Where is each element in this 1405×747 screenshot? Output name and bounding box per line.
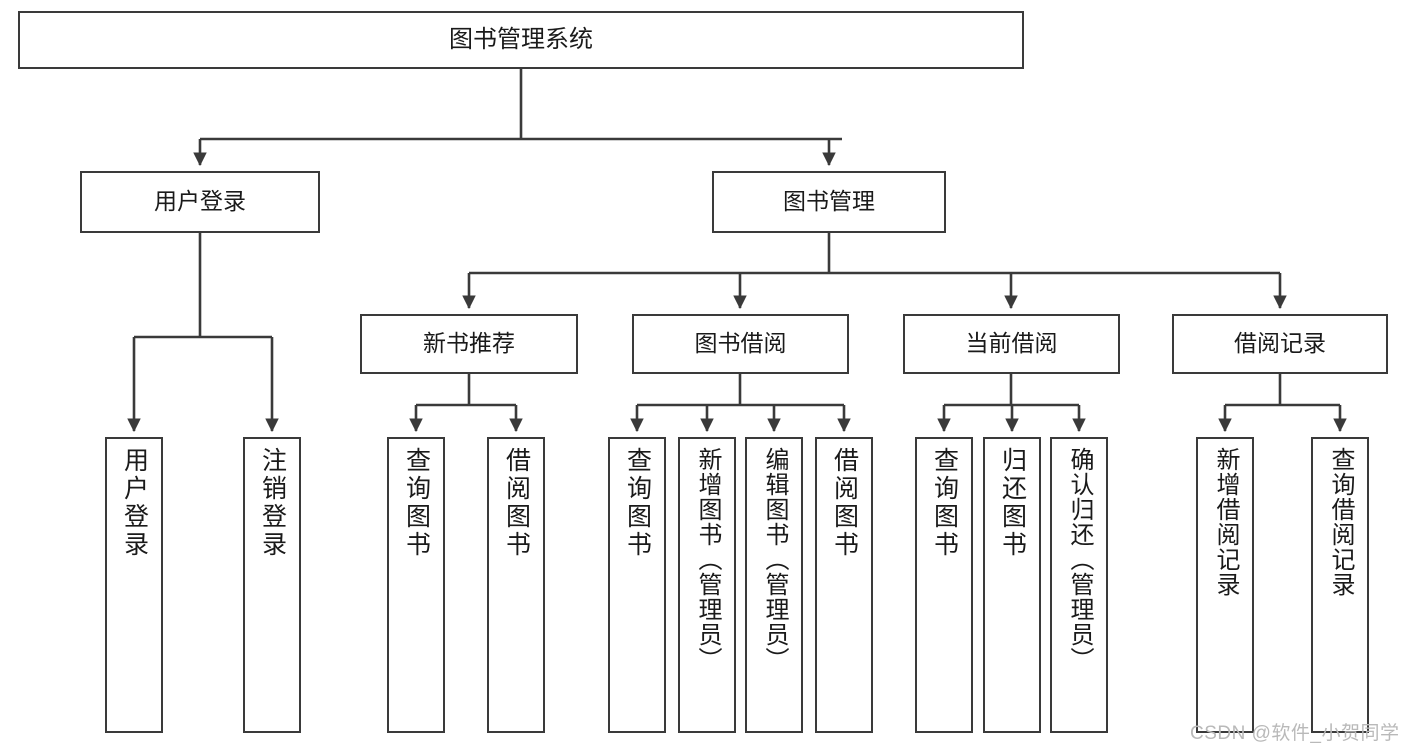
node-label: 查询图书 [402,447,431,559]
leaf-node-confirm-return-admin[interactable]: 确认归还（管理员） [1050,437,1108,733]
node-new-book-recommend[interactable]: 新书推荐 [360,314,578,374]
node-root-book-management-system[interactable]: 图书管理系统 [18,11,1024,69]
node-label: 归还图书 [998,447,1027,559]
node-label: 查询借阅记录 [1327,447,1354,597]
leaf-node-add-book-admin[interactable]: 新增图书（管理员） [678,437,736,733]
node-label: 当前借阅 [965,330,1058,357]
node-label: 图书管理 [783,188,875,215]
leaf-node-edit-book-admin[interactable]: 编辑图书（管理员） [745,437,803,733]
node-label: 确认归还（管理员） [1066,447,1093,672]
leaf-node-borrow-book-recommend[interactable]: 借阅图书 [487,437,545,733]
node-book-borrow[interactable]: 图书借阅 [632,314,849,374]
node-label: 用户登录 [120,447,149,559]
leaf-node-return-book[interactable]: 归还图书 [983,437,1041,733]
node-borrow-record[interactable]: 借阅记录 [1172,314,1388,374]
node-label: 借阅图书 [502,447,531,559]
csdn-watermark: CSDN @软件_小贺同学 [1190,723,1400,744]
node-label: 注销登录 [258,447,287,559]
node-label: 新增图书（管理员） [694,447,721,672]
node-label: 借阅记录 [1234,330,1326,357]
leaf-node-user-login[interactable]: 用户登录 [105,437,163,733]
leaf-node-borrow-book[interactable]: 借阅图书 [815,437,873,733]
node-user-login[interactable]: 用户登录 [80,171,320,233]
node-book-management[interactable]: 图书管理 [712,171,946,233]
node-label: 编辑图书（管理员） [761,447,788,672]
node-label: 图书借阅 [694,330,787,357]
leaf-node-add-borrow-record[interactable]: 新增借阅记录 [1196,437,1254,733]
node-label: 新书推荐 [423,330,515,357]
leaf-node-query-borrow-record[interactable]: 查询借阅记录 [1311,437,1369,733]
node-label: 借阅图书 [830,447,859,559]
leaf-node-query-book-current[interactable]: 查询图书 [915,437,973,733]
node-label: 新增借阅记录 [1212,447,1239,597]
leaf-node-query-book-recommend[interactable]: 查询图书 [387,437,445,733]
node-label: 图书管理系统 [449,25,593,53]
node-label: 查询图书 [623,447,652,559]
node-label: 用户登录 [154,188,246,215]
node-label: 查询图书 [930,447,959,559]
node-current-borrow[interactable]: 当前借阅 [903,314,1120,374]
leaf-node-query-book-borrow[interactable]: 查询图书 [608,437,666,733]
leaf-node-logout[interactable]: 注销登录 [243,437,301,733]
